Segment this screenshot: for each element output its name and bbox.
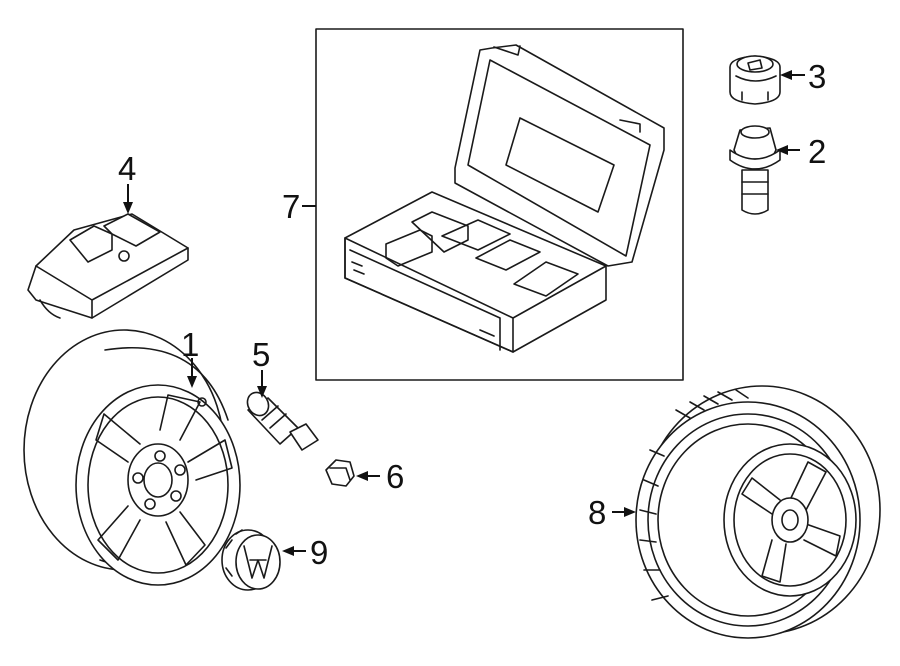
sensor-body bbox=[27, 213, 189, 319]
callout-8: 8 bbox=[588, 494, 606, 531]
case-slot-3 bbox=[441, 219, 511, 251]
callout-1: 1 bbox=[181, 326, 199, 363]
callout-9: 9 bbox=[310, 534, 328, 571]
callout-labels: 1 2 3 4 5 6 7 8 9 bbox=[118, 58, 826, 571]
part-8-tire-assembly bbox=[635, 385, 881, 639]
case-lid-label bbox=[505, 117, 615, 213]
case-slot-4 bbox=[475, 239, 541, 271]
tool-case-frame bbox=[315, 28, 684, 381]
callout-2: 2 bbox=[808, 133, 826, 170]
callout-3: 3 bbox=[808, 58, 826, 95]
part-5-valve-stem bbox=[246, 391, 319, 451]
part-3-lock-nut bbox=[729, 55, 781, 105]
part-6-valve-nut bbox=[325, 459, 355, 487]
part-2-lug-bolt bbox=[729, 125, 781, 215]
callout-6: 6 bbox=[386, 458, 404, 495]
case-lid-inner bbox=[467, 59, 651, 257]
part-4-tpms-sensor bbox=[27, 213, 189, 319]
part-7-tool-case bbox=[315, 28, 684, 381]
callout-arrows bbox=[123, 70, 805, 556]
callout-5: 5 bbox=[252, 336, 270, 373]
part-9-center-cap bbox=[221, 529, 281, 591]
callout-4: 4 bbox=[118, 150, 136, 187]
callout-7: 7 bbox=[282, 188, 300, 225]
case-lid bbox=[454, 44, 665, 267]
part-1-wheel bbox=[23, 329, 241, 586]
case-slot-5 bbox=[513, 261, 579, 297]
case-slot-2 bbox=[411, 211, 469, 253]
